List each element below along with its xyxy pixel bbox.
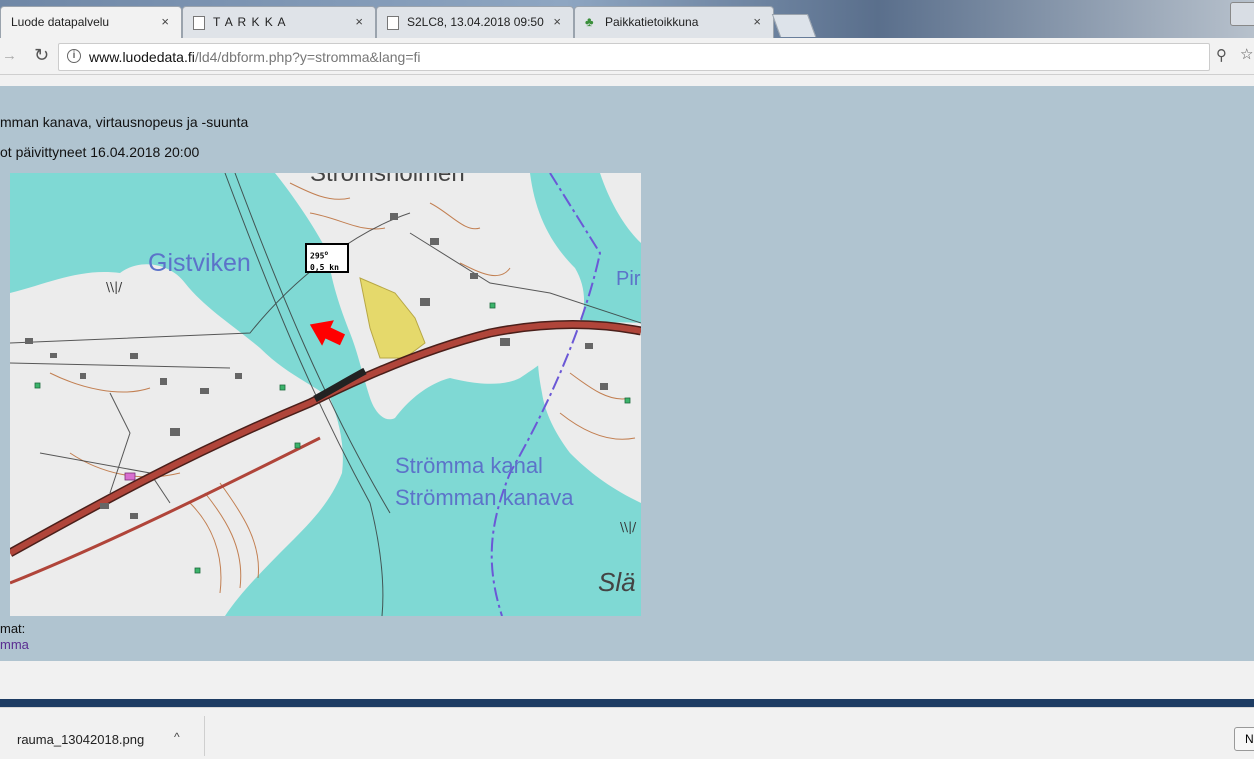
close-icon[interactable]: × (753, 14, 761, 29)
page-title: mman kanava, virtausnopeus ja -suunta (0, 114, 249, 130)
close-icon[interactable]: × (553, 14, 561, 29)
location-link[interactable]: mma (0, 637, 29, 652)
tab-label: S2LC8, 13.04.2018 09:50 (407, 15, 544, 29)
marsh-symbol-right: \\|/ (620, 520, 637, 534)
tab-luode-datapalvelu[interactable]: Luode datapalvelu × (0, 6, 182, 38)
window-control-button[interactable] (1230, 2, 1254, 26)
bookmark-star-icon[interactable]: ☆ (1240, 46, 1254, 63)
map-label-right-edge: Pir (616, 268, 641, 290)
info-icon[interactable]: i (67, 49, 81, 63)
map-label-gistviken: Gistviken (148, 249, 251, 277)
tab-label: T A R K K A (213, 15, 287, 29)
map-label-bottom-right: Slä (598, 567, 636, 597)
update-timestamp: ot päivittyneet 16.04.2018 20:00 (0, 144, 200, 160)
browser-toolbar: → ↻ i www.luodedata.fi/ld4/dbform.php?y=… (0, 38, 1254, 75)
page-content: mman kanava, virtausnopeus ja -suunta ot… (0, 86, 1254, 661)
document-icon (387, 16, 399, 30)
map-label-kanava: Strömman kanava (395, 485, 574, 510)
current-map: Gistviken Strömma kanal Strömman kanava … (10, 173, 641, 616)
other-locations-label: mat: (0, 621, 26, 636)
map-label-kanal: Strömma kanal (395, 453, 543, 478)
new-tab-button[interactable] (771, 14, 817, 37)
reload-icon[interactable]: ↻ (34, 45, 50, 65)
tab-label: Luode datapalvelu (11, 15, 110, 29)
map-image: Gistviken Strömma kanal Strömman kanava … (10, 173, 641, 616)
url-path: /ld4/dbform.php?y=stromma&lang=fi (194, 49, 421, 65)
show-all-button[interactable]: N (1234, 727, 1254, 751)
back-arrow-icon[interactable]: → (2, 47, 17, 64)
map-label-top: Strömsholmen (310, 173, 465, 187)
marsh-symbol-left: \\|/ (106, 280, 123, 294)
tab-strip: Luode datapalvelu × T A R K K A × S2LC8,… (0, 0, 1254, 38)
flow-direction-arrow (309, 320, 346, 346)
download-bar: rauma_13042018.png ^ N (0, 707, 1254, 759)
tab-tarkka[interactable]: T A R K K A × (182, 6, 376, 38)
chevron-up-icon[interactable]: ^ (174, 730, 180, 744)
address-bar[interactable]: i www.luodedata.fi/ld4/dbform.php?y=stro… (58, 43, 1210, 71)
download-filename: rauma_13042018.png (17, 732, 145, 747)
close-icon[interactable]: × (161, 14, 169, 29)
download-item[interactable]: rauma_13042018.png ^ (8, 716, 205, 756)
degree-symbol: o (324, 250, 329, 257)
tab-s2lc8[interactable]: S2LC8, 13.04.2018 09:50 × (376, 6, 574, 38)
document-icon (193, 16, 205, 30)
url-host: www.luodedata.fi (89, 49, 195, 65)
flow-direction-value: 295 (310, 251, 325, 261)
plant-icon: ♣ (585, 14, 594, 29)
tab-paikkatietoikkuna[interactable]: ♣ Paikkatietoikkuna × (574, 6, 774, 38)
divider-bar (0, 699, 1254, 707)
close-icon[interactable]: × (355, 14, 363, 29)
flow-speed-value: 0,5 kn (310, 262, 339, 272)
zoom-icon[interactable]: ⚲ (1216, 47, 1227, 64)
tab-label: Paikkatietoikkuna (605, 15, 699, 29)
flow-readout-box: 295o 0,5 kn (305, 243, 349, 273)
url-text[interactable]: www.luodedata.fi/ld4/dbform.php?y=stromm… (89, 49, 421, 65)
